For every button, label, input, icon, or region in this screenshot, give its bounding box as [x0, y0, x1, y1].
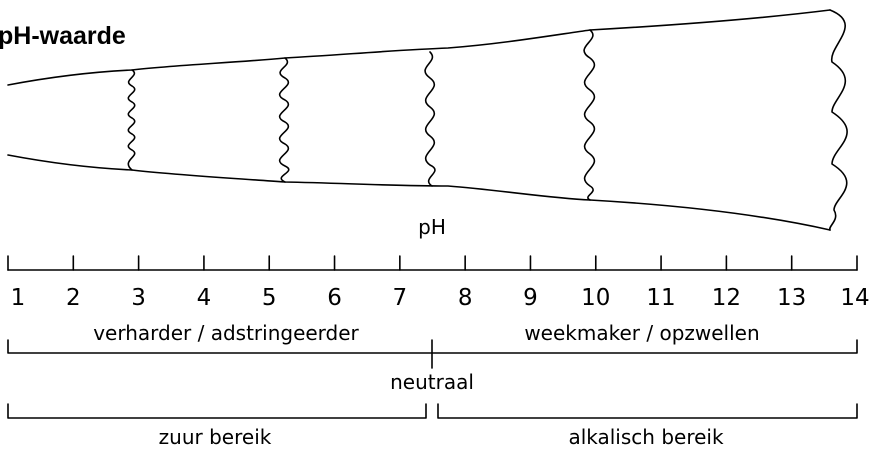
- scale-tick-label: 14: [840, 285, 869, 311]
- diagram-title: pH-waarde: [0, 22, 126, 50]
- fibre-bottom-edge: [7, 154, 831, 231]
- fibre-segment-border: [583, 29, 596, 201]
- scale-tick-label: 5: [262, 285, 277, 311]
- scale-tick-label: 6: [327, 285, 342, 311]
- neutral-label: neutraal: [390, 370, 474, 394]
- axis-label: pH: [418, 215, 446, 239]
- scale-tick-label: 9: [523, 285, 538, 311]
- fibre-segment-border: [127, 69, 136, 171]
- scale-tick-label: 7: [393, 285, 408, 311]
- scale-ticks: [7, 255, 858, 271]
- range-label-alkaline: alkalisch bereik: [568, 425, 724, 449]
- acid-range-bracket: [7, 403, 427, 419]
- alkaline-range-bracket: [437, 403, 858, 419]
- range-label-softener: weekmaker / opzwellen: [524, 321, 759, 345]
- scale-tick-label: 13: [777, 285, 806, 311]
- fibre-segment-border: [424, 51, 436, 187]
- scale-tick-label: 1: [11, 285, 26, 311]
- scale-tick-label: 8: [458, 285, 473, 311]
- fibre-top-edge: [7, 9, 831, 86]
- scale-tick-label: 11: [646, 285, 675, 311]
- range-label-acid: zuur bereik: [159, 425, 272, 449]
- range-label-hardener: verharder / adstringeerder: [93, 321, 359, 345]
- scale-tick-label: 10: [581, 285, 610, 311]
- scale-tick-label: 3: [131, 285, 146, 311]
- fibre-segment-border: [278, 57, 290, 183]
- scale-tick-label: 12: [712, 285, 741, 311]
- scale-tick-label: 4: [197, 285, 212, 311]
- fibre-segment-border: [829, 9, 848, 231]
- swelling-fibre-illustration: [7, 9, 848, 231]
- scale-tick-label: 2: [66, 285, 81, 311]
